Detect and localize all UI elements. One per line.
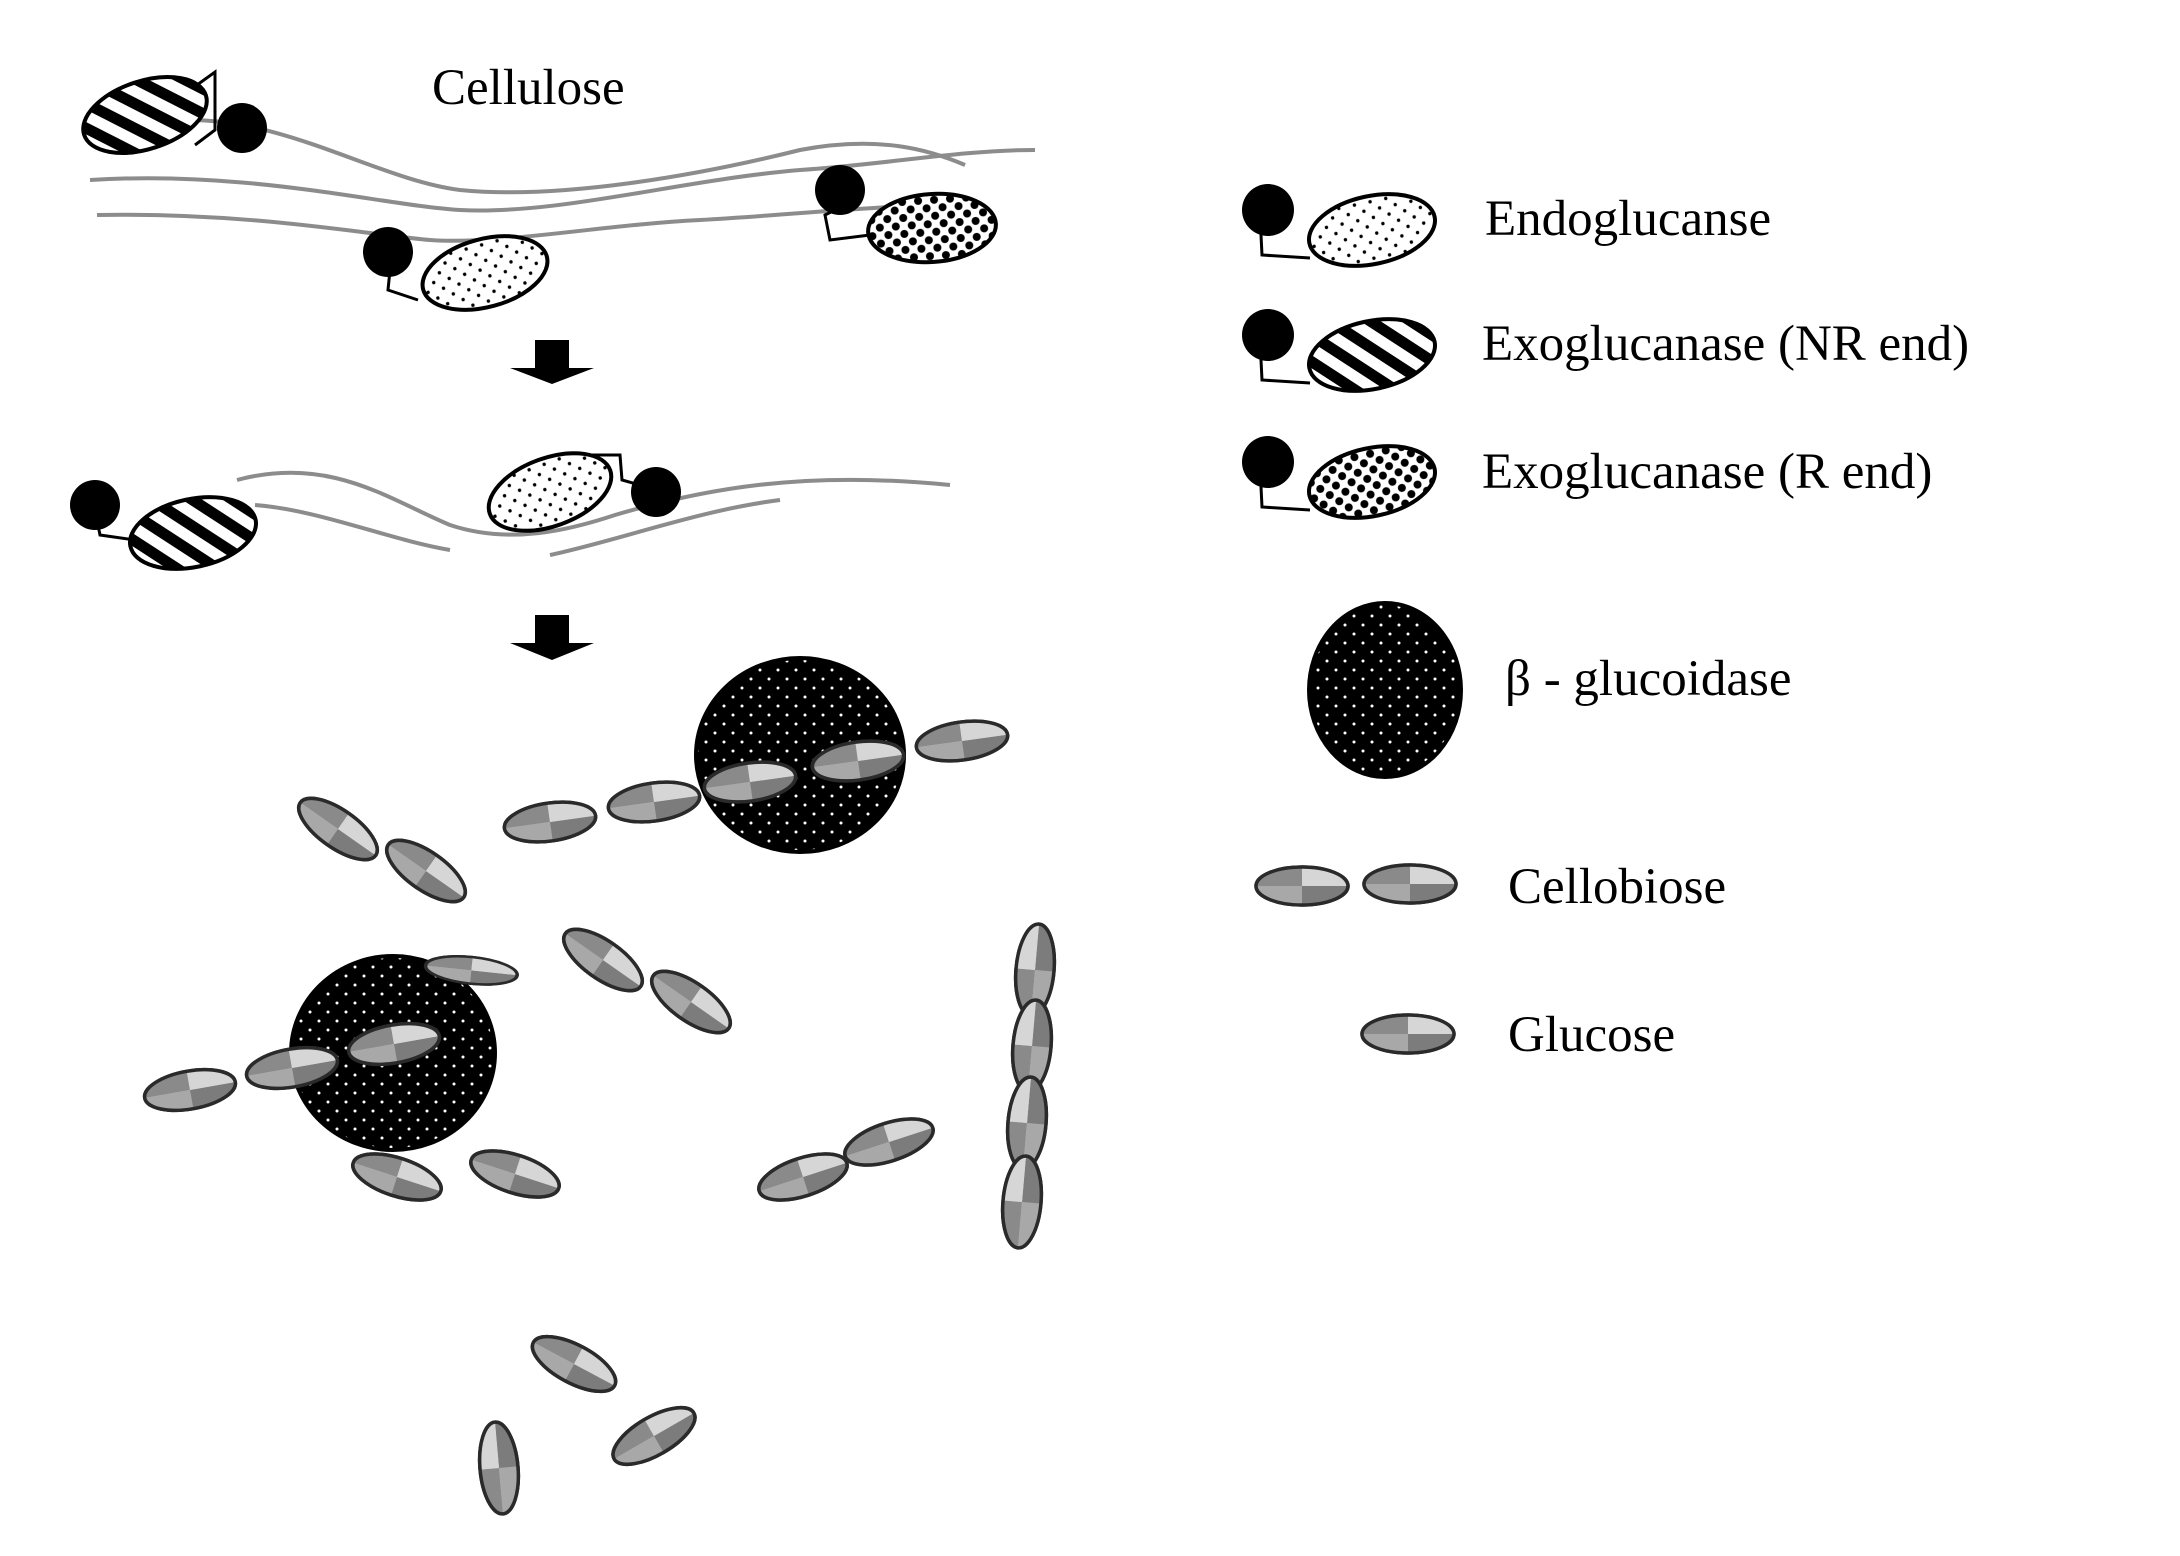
legend-label-beta-glucosidase: β - glucoidase [1505, 651, 1792, 707]
legend-label-exoglucanase-nr-end: Exoglucanase (NR end) [1482, 316, 1969, 372]
cellulose-fiber [254, 503, 451, 552]
legend-label-glucose: Glucose [1508, 1007, 1675, 1063]
glucose-molecule [474, 1418, 524, 1518]
step-arrow-1 [510, 340, 594, 384]
endoglucanase-enzyme [363, 221, 558, 325]
cellulose-chain [997, 920, 1060, 1252]
diagram-title: Cellulose [432, 60, 625, 116]
cellobiose-molecule [287, 785, 477, 915]
cellulose-fiber [189, 118, 966, 195]
cellulose-fiber [549, 498, 781, 557]
cellobiose-molecule [751, 1107, 941, 1212]
cellobiose-molecule [552, 916, 742, 1046]
legend-label-cellobiose: Cellobiose [1508, 859, 1726, 915]
cellulose-fiber [89, 148, 1036, 213]
exoglucanase-nr-end-icon [1242, 306, 1444, 404]
glucose-molecule [912, 714, 1012, 768]
cellobiose-molecule [500, 775, 704, 849]
cellobiose-molecule [345, 1139, 567, 1212]
glucose-molecule [522, 1323, 626, 1405]
glucose-icon [1360, 1013, 1456, 1055]
legend-label-endoglucanase: Endoglucanse [1485, 191, 1771, 247]
step-arrow-2 [510, 615, 594, 660]
exoglucanase-nr-end-enzyme [70, 480, 265, 582]
exoglucanase-r-end-enzyme [815, 165, 1001, 269]
exoglucanase-r-end-icon [1242, 433, 1444, 531]
endoglucanase-icon [1242, 181, 1444, 279]
cellulose-fiber [236, 470, 951, 537]
legend: Endoglucanse Exoglucanase (NR end) Exogl… [1242, 181, 1969, 1063]
exoglucanase-nr-end-enzyme [71, 60, 267, 170]
legend-label-exoglucanase-r-end: Exoglucanase (R end) [1482, 444, 1932, 500]
glucose-molecule [602, 1394, 706, 1478]
beta-glucosidase-icon [1307, 601, 1463, 779]
endoglucanase-enzyme [476, 436, 681, 548]
stage-2-broken-fibers [236, 470, 951, 557]
cellobiose-icon [1254, 863, 1458, 907]
